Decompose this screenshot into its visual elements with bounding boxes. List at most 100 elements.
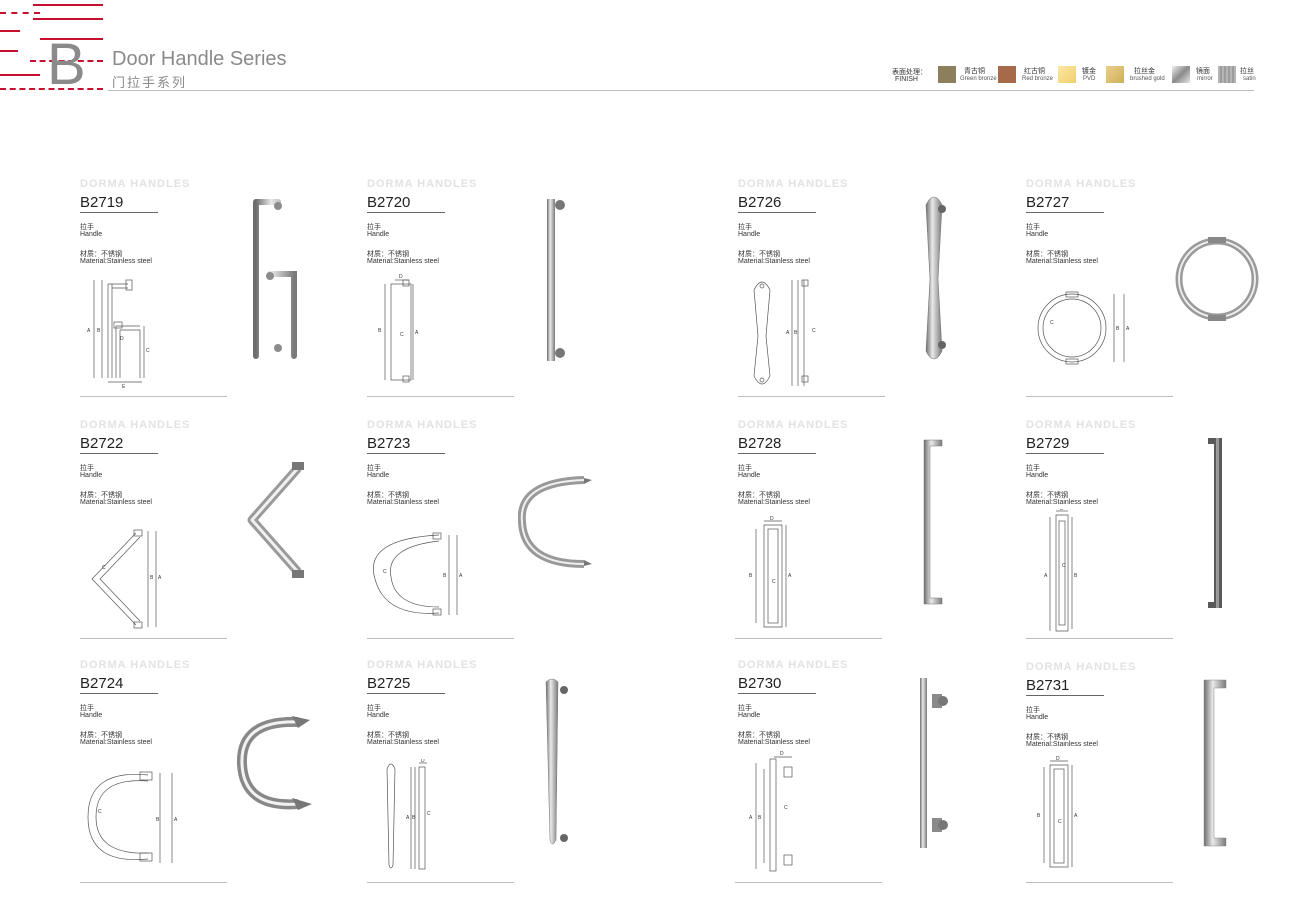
dim-label-c: C: [784, 805, 788, 811]
ghost-brand-text: DORMA HANDLES: [1026, 419, 1137, 431]
dim-label-c: C: [383, 569, 387, 575]
header-decor-line: [0, 50, 18, 52]
dim-label-a: A: [1044, 573, 1048, 579]
product-photo-b2723: [518, 476, 592, 568]
brushed-gold-swatch: [1106, 66, 1124, 83]
product-code-underline: [738, 212, 816, 213]
product-divider: [738, 396, 885, 397]
technical-drawing: D B C A: [1037, 756, 1078, 868]
product-type-en: Handle: [367, 712, 390, 719]
product-divider: [80, 396, 227, 397]
dim-label-b: B: [412, 815, 416, 821]
technical-drawing: D B C A: [378, 274, 419, 383]
product-divider: [367, 396, 514, 397]
product-code-underline: [80, 693, 158, 694]
product-material-en: Material:Stainless steel: [1026, 258, 1098, 265]
product-material-cn: 材质：不锈钢: [80, 492, 122, 499]
dim-label-c: C: [1050, 320, 1054, 326]
dim-label-b: B: [150, 575, 154, 581]
header-divider: [108, 90, 1254, 91]
product-card-b2728: DORMA HANDLES B2728 拉手 Handle 材质：不锈钢 Mat…: [738, 419, 888, 641]
product-material-cn: 材质：不锈钢: [738, 732, 780, 739]
product-card-b2726: DORMA HANDLES B2726 拉手 Handle 材质：不锈钢 Mat…: [738, 178, 888, 398]
dim-label-b: B: [156, 817, 160, 823]
dim-label-a: A: [174, 817, 178, 823]
dim-label-c: C: [427, 811, 431, 817]
ghost-brand-text: DORMA HANDLES: [1026, 661, 1137, 673]
product-code: B2731: [1026, 677, 1070, 694]
product-photo-b2724: [236, 716, 312, 810]
product-card-b2730: DORMA HANDLES B2730 拉手 Handle 材质：不锈钢 Mat…: [738, 659, 888, 885]
product-card-b2723: DORMA HANDLES B2723 拉手 Handle 材质：不锈钢 Mat…: [367, 419, 517, 641]
mirror-swatch: [1172, 66, 1190, 83]
dim-label-b: B: [97, 328, 101, 334]
dim-label-b: B: [378, 328, 382, 334]
technical-drawing: C B A: [373, 532, 463, 616]
dim-label-c: C: [772, 579, 776, 585]
product-material-cn: 材质：不锈钢: [1026, 492, 1068, 499]
technical-drawing: D A B C: [749, 751, 793, 872]
product-material-cn: 材质：不锈钢: [367, 732, 409, 739]
product-material-cn: 材质：不锈钢: [80, 732, 122, 739]
finish-label-cn: 表面处理：: [892, 69, 927, 76]
product-type-en: Handle: [1026, 231, 1049, 238]
product-photo-b2719: [253, 199, 297, 359]
ghost-brand-text: DORMA HANDLES: [738, 419, 849, 431]
product-card-b2722: DORMA HANDLES B2722 拉手 Handle 材质：不锈钢 Mat…: [80, 419, 230, 641]
product-code-underline: [367, 693, 445, 694]
product-material-en: Material:Stainless steel: [1026, 499, 1098, 506]
finish-item-label-en: Red bronze: [1022, 76, 1054, 82]
series-logo-letter: B: [47, 32, 86, 97]
product-photo-b2729: [1208, 438, 1222, 608]
dim-label-b: B: [443, 573, 447, 579]
dim-label-d: D: [1060, 509, 1064, 512]
product-material-cn: 材质：不锈钢: [1026, 251, 1068, 258]
product-type-cn: 拉手: [80, 465, 94, 472]
dim-label-d: D: [120, 336, 124, 342]
dim-label-c: C: [146, 348, 150, 354]
dim-label-e: E: [122, 384, 126, 390]
ghost-brand-text: DORMA HANDLES: [80, 419, 191, 431]
product-code: B2729: [1026, 435, 1070, 452]
product-code-underline: [1026, 212, 1104, 213]
product-code: B2725: [367, 675, 411, 692]
product-type-cn: 拉手: [367, 224, 381, 231]
dim-label-d: D: [399, 274, 403, 280]
dim-label-b: B: [1074, 573, 1078, 579]
ghost-brand-text: DORMA HANDLES: [80, 178, 191, 190]
finish-item-label-cn: 镀金: [1082, 68, 1096, 75]
technical-drawing: D A B C: [386, 759, 431, 870]
technical-drawing: C B A: [91, 529, 162, 629]
product-type-en: Handle: [80, 231, 103, 238]
product-type-cn: 拉手: [738, 465, 752, 472]
product-photo-b2722: [247, 462, 304, 578]
dim-label-a: A: [459, 573, 463, 579]
dim-label-b: B: [1037, 813, 1041, 819]
dim-label-a: A: [786, 330, 790, 336]
product-type-en: Handle: [80, 472, 103, 479]
product-photo-b2725: [545, 678, 568, 845]
product-card-b2724: DORMA HANDLES B2724 拉手 Handle 材质：不锈钢 Mat…: [80, 659, 230, 885]
product-photo-b2726: [925, 196, 946, 360]
ghost-brand-text: DORMA HANDLES: [1026, 178, 1137, 190]
ghost-brand-text: DORMA HANDLES: [738, 178, 849, 190]
header-decor-line: [33, 18, 103, 20]
header-decor-line: [40, 38, 103, 40]
product-code: B2728: [738, 435, 782, 452]
product-material-en: Material:Stainless steel: [80, 739, 152, 746]
finish-item-label-en: brushed gold: [1130, 76, 1165, 82]
technical-drawing: C B A: [1037, 291, 1130, 365]
header-decor-line: [0, 30, 20, 32]
dim-label-c: C: [102, 565, 106, 571]
product-code-underline: [80, 453, 158, 454]
product-material-en: Material:Stainless steel: [738, 739, 810, 746]
product-card-b2727: DORMA HANDLES B2727 拉手 Handle 材质：不锈钢 Mat…: [1026, 178, 1176, 398]
technical-drawing: D A C B: [1044, 509, 1078, 632]
dim-label-b: B: [794, 330, 798, 336]
dim-label-c: C: [400, 332, 404, 338]
product-code: B2720: [367, 194, 411, 211]
dim-label-c: C: [812, 328, 816, 334]
dim-label-b: B: [1116, 326, 1120, 332]
product-code: B2719: [80, 194, 124, 211]
product-divider: [367, 638, 514, 639]
